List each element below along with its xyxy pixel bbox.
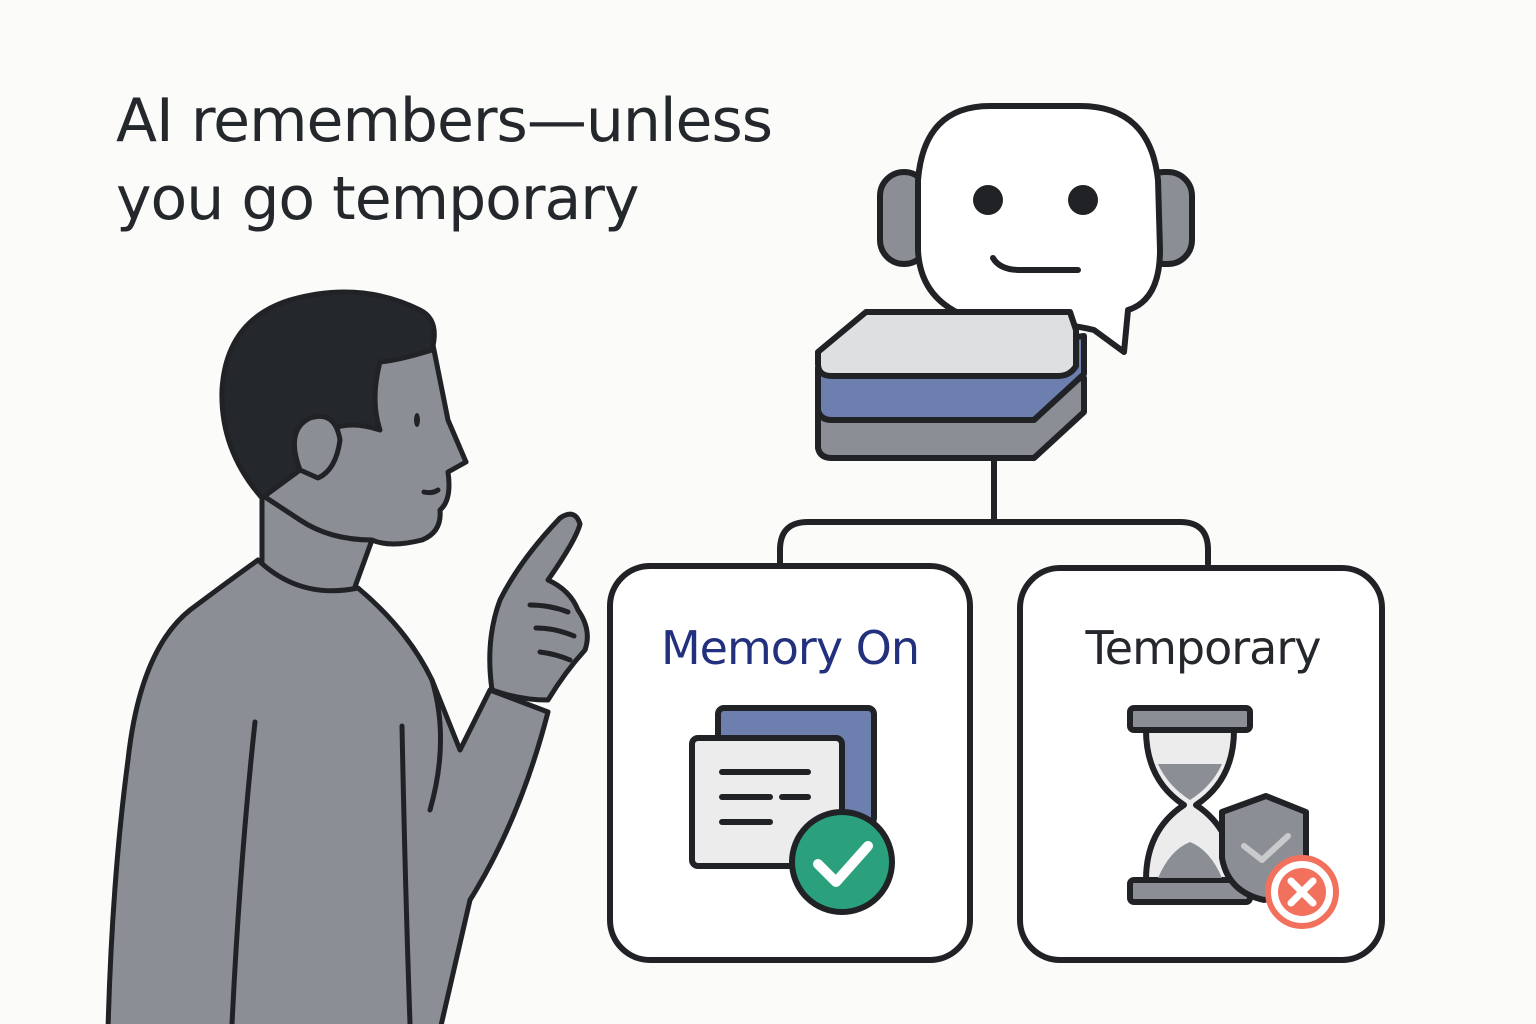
assistant-eye-left [973, 185, 1003, 215]
card-temporary: Temporary [1017, 565, 1385, 963]
sweater-fold-1 [229, 719, 258, 1024]
person-illustration [105, 289, 590, 1024]
hand-finger-lines [527, 602, 577, 663]
person-ear [291, 413, 343, 481]
memory-stack-icon [815, 309, 1087, 522]
card-memory-on-label: Memory On [661, 621, 919, 675]
sweater-fold-3 [427, 677, 443, 813]
headline: AI remembers—unless you go temporary [116, 82, 876, 238]
card-temporary-label: Temporary [1085, 621, 1321, 675]
assistant-eye-right [1068, 185, 1098, 215]
x-circle-icon [1265, 855, 1339, 929]
hourglass-icon [1127, 705, 1253, 905]
branch-connector [777, 519, 1211, 567]
card-memory-on: Memory On [607, 563, 973, 963]
sweater-fold-2 [399, 723, 413, 1024]
person-hair [219, 289, 437, 501]
assistant-smile [990, 255, 1081, 273]
person-sweater [105, 557, 551, 1024]
headline-line-1: AI remembers—unless [116, 86, 773, 156]
person-eye [414, 413, 420, 427]
stack-layer-top [815, 309, 1079, 379]
headline-line-2: you go temporary [116, 164, 639, 234]
check-circle-icon [789, 809, 895, 915]
person-mouth [421, 487, 441, 496]
